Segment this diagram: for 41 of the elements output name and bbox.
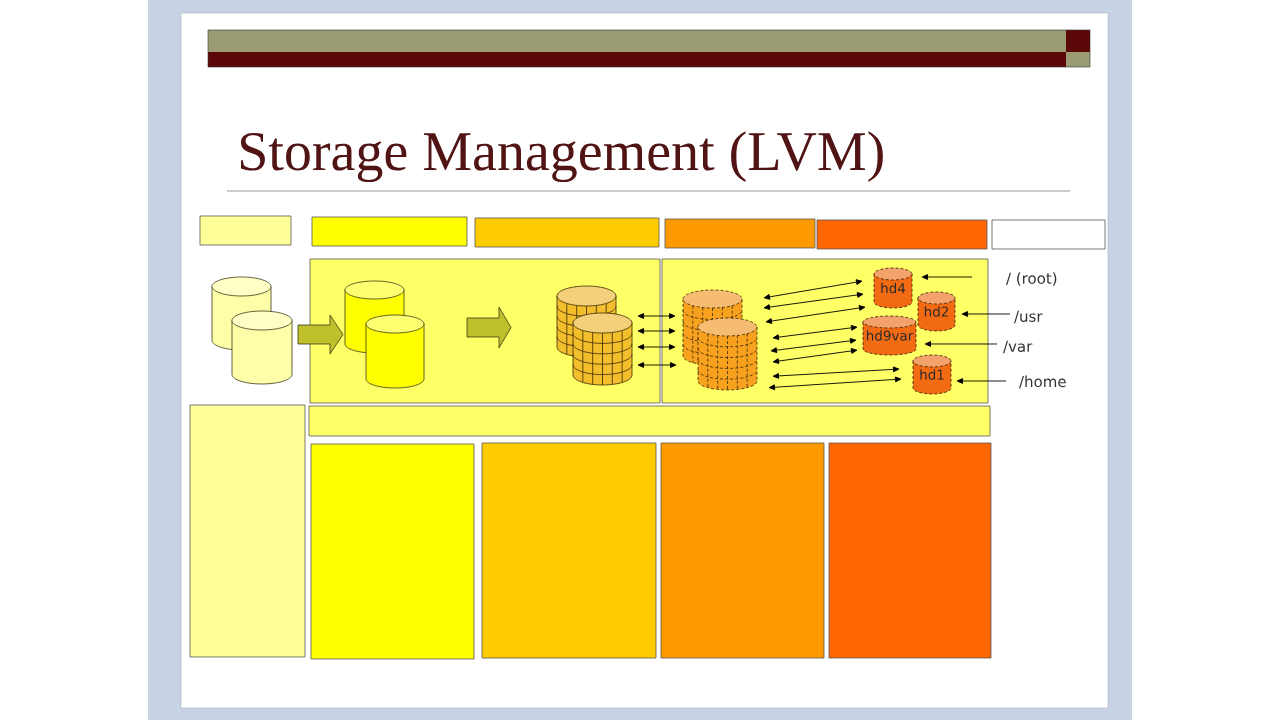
grid-cylinder: [572, 312, 633, 386]
volume-cylinder: hd1: [912, 354, 952, 395]
path-label: / (root): [1006, 272, 1057, 286]
double-arrow: [770, 337, 857, 354]
double-arrow: [772, 366, 900, 379]
path-label: /var: [1003, 340, 1033, 354]
column-box: [189, 404, 306, 658]
volume-cylinder: hd2: [917, 291, 956, 332]
cylinder: [365, 314, 425, 389]
block-arrow: [297, 314, 344, 355]
panel: [308, 405, 991, 437]
double-arrow: [637, 328, 676, 334]
arrow: [961, 311, 1011, 317]
double-arrow: [637, 344, 676, 350]
empty-box: [311, 216, 468, 247]
title: Storage Management (LVM): [240, 131, 883, 183]
path-label: /usr: [1014, 310, 1043, 324]
arrow: [924, 341, 998, 347]
cylinder: [231, 310, 293, 385]
path-label: /home: [1019, 375, 1066, 389]
double-arrow: [768, 376, 902, 391]
column-box: [660, 442, 825, 659]
dashed-cylinder: [697, 317, 758, 391]
arrow: [921, 274, 973, 280]
double-arrow: [772, 324, 858, 341]
double-arrow: [637, 313, 676, 319]
arrow: [956, 378, 1007, 384]
column-box: [828, 442, 992, 659]
column-box: [310, 443, 475, 660]
double-arrow: [637, 362, 677, 368]
empty-box: [474, 217, 660, 248]
block-arrow: [466, 306, 512, 349]
volume-cylinder: hd9var: [862, 315, 917, 356]
double-arrow: [772, 348, 858, 364]
double-arrow: [763, 279, 863, 300]
empty-box: [199, 215, 292, 246]
column-box: [481, 442, 657, 659]
double-arrow: [765, 305, 866, 324]
empty-box: [991, 219, 1106, 250]
volume-cylinder: hd4: [873, 267, 913, 309]
double-arrow: [763, 292, 864, 310]
